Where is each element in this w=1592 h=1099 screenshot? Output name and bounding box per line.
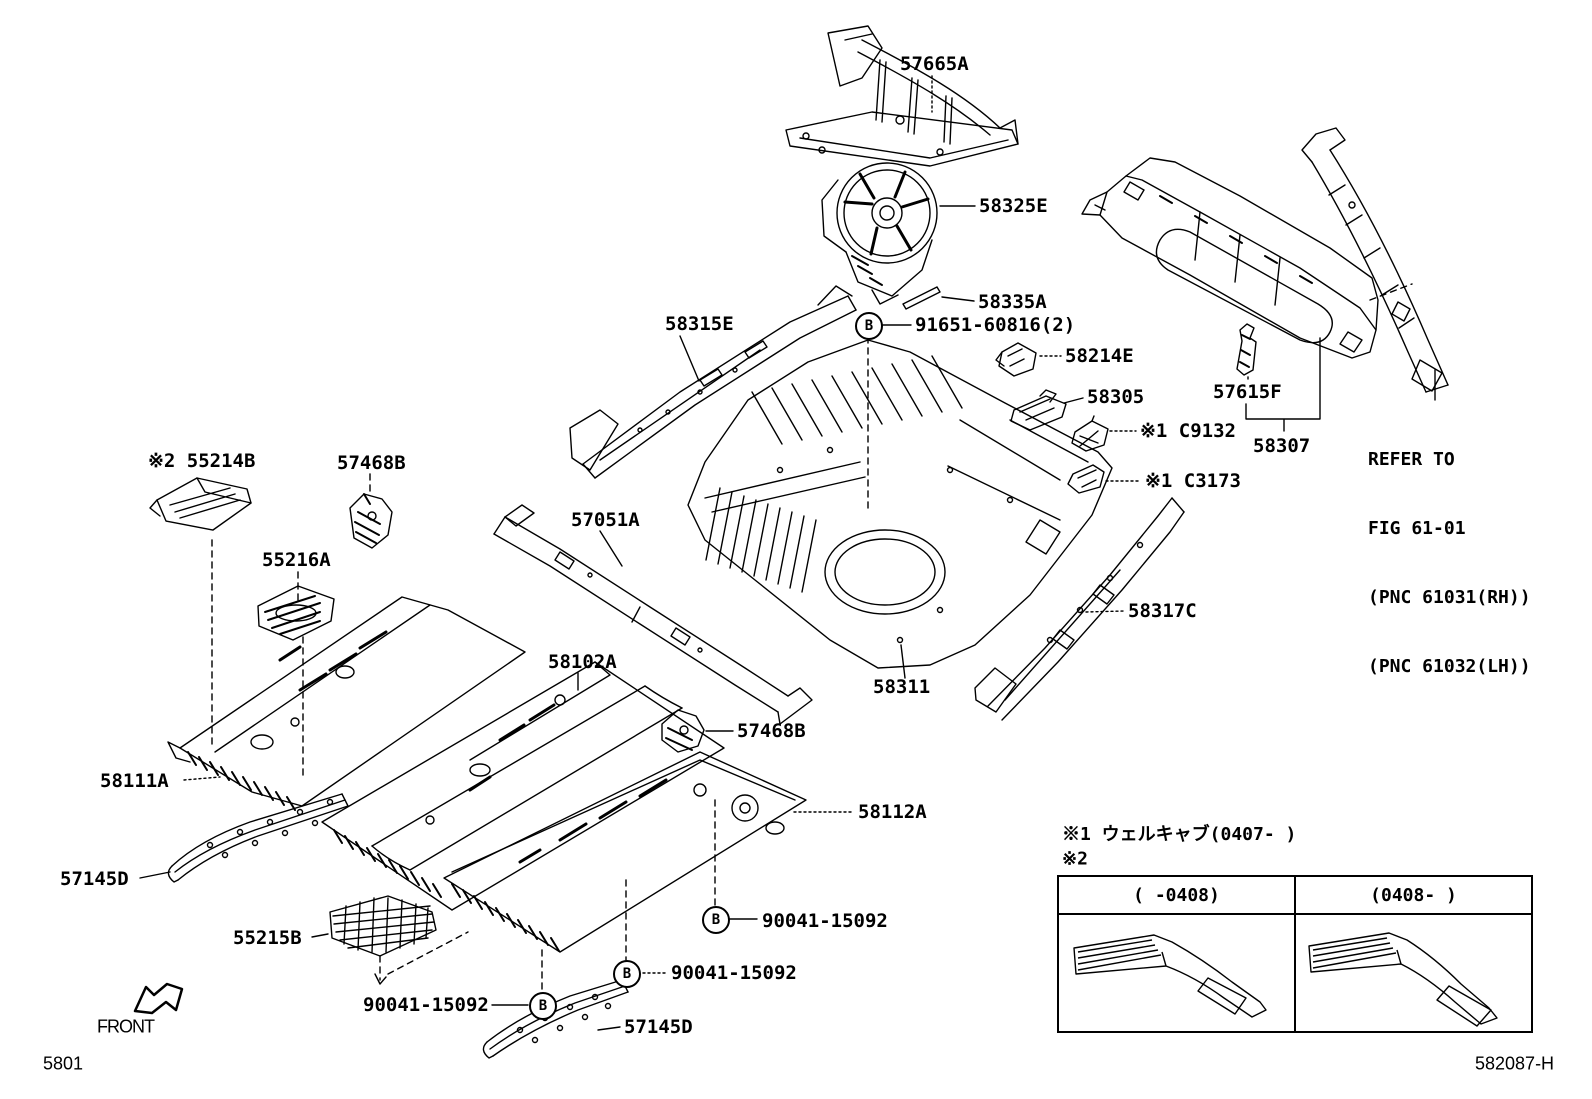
note-2: ※2 <box>1062 848 1088 870</box>
part-55215b-art <box>329 895 437 957</box>
part-label-58317c: 58317C <box>1128 600 1197 622</box>
dashed-lines <box>211 283 1413 993</box>
part-58102a-art <box>321 661 725 911</box>
part-57051a-art <box>493 504 813 725</box>
part-57615f-art <box>1236 323 1257 376</box>
part-label-57468b-1: 57468B <box>337 452 406 474</box>
part-label-58335a: 58335A <box>978 291 1047 313</box>
front-arrow-icon <box>133 982 184 1015</box>
part-58112a-art <box>443 751 807 953</box>
part-label-57615f: 57615F <box>1213 381 1282 403</box>
part-label-55214b: ※2 55214B <box>148 450 256 472</box>
part-57468b2-art <box>661 709 705 753</box>
part-c9132-art <box>1071 415 1109 452</box>
part-58305-art <box>1010 389 1067 431</box>
part-label-c9132: ※1 C9132 <box>1140 420 1236 442</box>
variant-part-cell-1 <box>1059 915 1296 1031</box>
part-label-58102a: 58102A <box>548 651 617 673</box>
variant-table-body <box>1059 915 1531 1031</box>
part-c3173-art <box>1067 464 1105 494</box>
refer-note-line4: (PNC 61032(LH)) <box>1368 656 1531 677</box>
part-label-55215b: 55215B <box>233 927 302 949</box>
part-label-58315e: 58315E <box>665 313 734 335</box>
part-58325e-art <box>821 162 938 305</box>
part-57468b1-art <box>349 493 393 549</box>
part-58111a-art <box>167 596 526 811</box>
part-58307-art <box>1081 157 1379 359</box>
part-label-58214e: 58214E <box>1065 345 1134 367</box>
part-label-90041-1: 90041-15092 <box>762 910 888 932</box>
part-label-58111a: 58111A <box>100 770 169 792</box>
refer-note-line3: (PNC 61031(RH)) <box>1368 587 1531 608</box>
note-1: ※1 ウェルキャブ(0407- ) <box>1062 824 1297 845</box>
figure-code: 5801 <box>43 1053 84 1074</box>
part-label-90041-3: 90041-15092 <box>363 994 489 1016</box>
variant-table: ( -0408) (0408- ) <box>1057 875 1533 1033</box>
dashed-arrowhead <box>374 973 387 985</box>
part-label-57145d-2: 57145D <box>624 1016 693 1038</box>
part-58317c-art <box>974 497 1185 721</box>
part-label-58112a: 58112A <box>858 801 927 823</box>
part-label-57468b-2: 57468B <box>737 720 806 742</box>
part-label-58307: 58307 <box>1253 435 1311 457</box>
part-57145d2-art <box>482 979 629 1059</box>
part-label-91651: 91651-60816(2) <box>915 314 1076 336</box>
part-58311-art <box>687 339 1113 669</box>
part-label-57145d-1: 57145D <box>60 868 129 890</box>
part-57665a-art <box>785 25 1019 167</box>
part-label-c3173: ※1 C3173 <box>1145 470 1241 492</box>
dotted-leader-lines <box>183 75 1249 974</box>
part-pillar-art <box>1301 127 1449 393</box>
variant-part-art-1 <box>1072 933 1267 1018</box>
variant-part-cell-2 <box>1296 915 1531 1031</box>
variant-table-header: ( -0408) (0408- ) <box>1059 877 1531 915</box>
part-55216a-art <box>257 585 335 641</box>
part-label-58325e: 58325E <box>979 195 1048 217</box>
bolt-callout-b-1: B <box>855 312 883 340</box>
refer-note-line2: FIG 61-01 <box>1368 518 1466 539</box>
part-label-57665a: 57665A <box>900 53 969 75</box>
part-57145d1-art <box>167 793 349 883</box>
refer-note: REFER TO FIG 61-01 (PNC 61031(RH)) (PNC … <box>1368 402 1531 701</box>
part-label-55216a: 55216A <box>262 549 331 571</box>
part-58315e-art <box>569 285 857 479</box>
bolt-callout-b-3: B <box>613 960 641 988</box>
variant-part-art-2 <box>1307 931 1498 1027</box>
part-label-90041-2: 90041-15092 <box>671 962 797 984</box>
part-label-58305: 58305 <box>1087 386 1145 408</box>
part-label-58311: 58311 <box>873 676 931 698</box>
bolt-callout-b-4: B <box>529 992 557 1020</box>
part-58335a-art <box>902 286 941 310</box>
drawing-code: 582087-H <box>1475 1053 1555 1074</box>
part-55214b-art <box>149 477 252 531</box>
part-label-57051a: 57051A <box>571 509 640 531</box>
variant-col-header-1: ( -0408) <box>1059 877 1296 913</box>
front-direction-label: FRONT <box>97 1016 155 1037</box>
part-58214e-art <box>995 342 1037 377</box>
variant-col-header-2: (0408- ) <box>1370 884 1457 906</box>
leader-lines <box>139 205 1436 1031</box>
bolt-callout-b-2: B <box>702 906 730 934</box>
refer-note-line1: REFER TO <box>1368 449 1455 470</box>
